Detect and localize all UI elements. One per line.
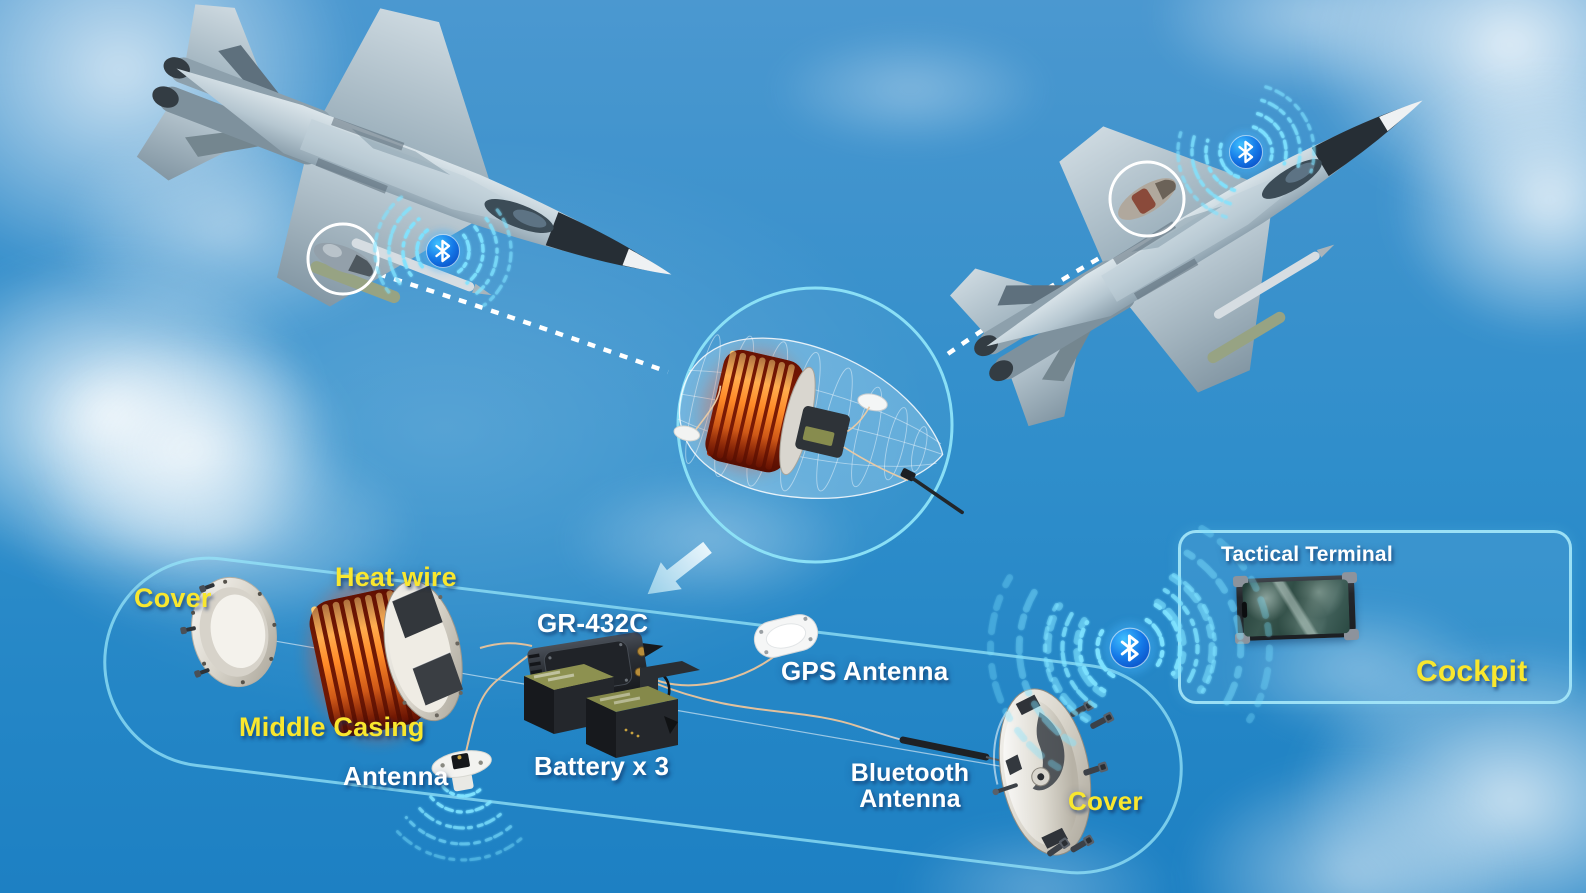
label-gr432c: GR-432C: [537, 608, 649, 638]
label-cover-right: Cover: [1068, 786, 1143, 816]
label-battery: Battery x 3: [534, 751, 670, 781]
tactical-terminal-phone: [1232, 571, 1360, 645]
label-antenna: Antenna: [343, 761, 449, 791]
label-middle-casing: Middle Casing: [239, 712, 425, 742]
label-gps-antenna: GPS Antenna: [781, 656, 949, 686]
phone-camera-notch: [1241, 601, 1248, 618]
label-bluetooth-antenna-line2: Antenna: [859, 785, 961, 813]
label-bluetooth-antenna: Bluetooth Antenna: [843, 760, 977, 812]
phone-map-screen: [1242, 579, 1350, 637]
label-bluetooth-antenna-line1: Bluetooth: [850, 759, 970, 787]
label-cockpit: Cockpit: [1416, 655, 1528, 688]
label-tactical-terminal: Tactical Terminal: [1221, 543, 1393, 566]
label-heat-wire: Heat wire: [335, 562, 457, 592]
label-cover-left: Cover: [134, 583, 212, 613]
